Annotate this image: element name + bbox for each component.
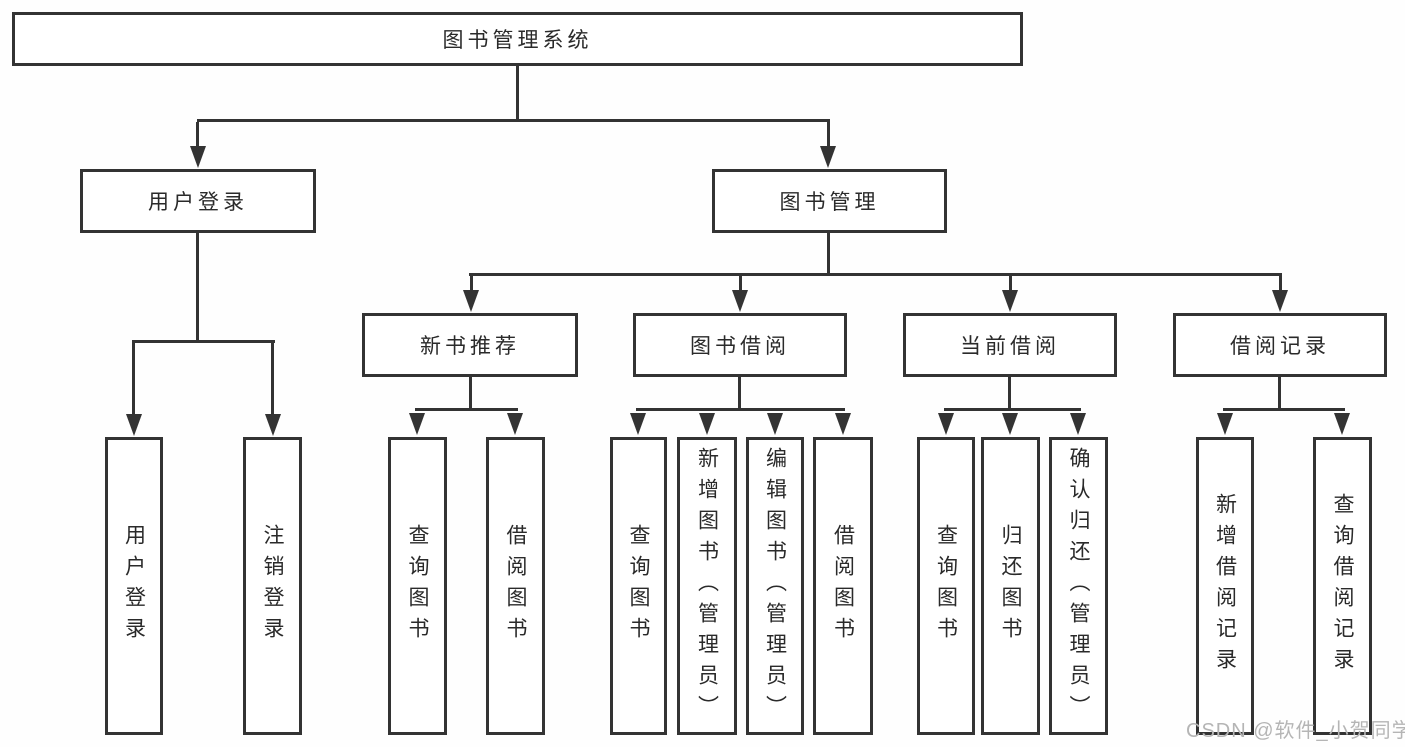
arrow-to-leaf-add-record <box>1217 413 1233 435</box>
edge-user-login-stem-2 <box>271 343 274 416</box>
edge-user-login-rail <box>132 340 275 343</box>
arrow-to-new-book-recommendation <box>463 290 479 312</box>
node-current-borrowing-label: 当前借阅 <box>960 335 1060 358</box>
node-root: 图书管理系统 <box>12 12 1023 66</box>
leaf-logout-label: 注销登录 <box>261 524 285 648</box>
edge-borrowing-trunk <box>738 377 741 411</box>
leaf-confirm-return-admin: 确认归还（管理员） <box>1049 437 1108 735</box>
node-new-book-recommendation: 新书推荐 <box>362 313 578 377</box>
edge-root-trunk <box>516 66 519 119</box>
arrow-to-leaf-query-record <box>1334 413 1350 435</box>
node-borrowing-records: 借阅记录 <box>1173 313 1387 377</box>
leaf-user-login-label: 用户登录 <box>122 524 146 648</box>
csdn-watermark: CSDN @软件_小贺同学 <box>1186 720 1405 742</box>
node-root-label: 图书管理系统 <box>442 29 593 52</box>
arrow-to-leaf-borrow-books-2 <box>835 413 851 435</box>
leaf-query-books-borrowing-label: 查询图书 <box>627 524 651 648</box>
leaf-return-books: 归还图书 <box>981 437 1040 735</box>
leaf-query-borrow-record: 查询借阅记录 <box>1313 437 1372 735</box>
edge-root-right-stem <box>827 122 830 148</box>
leaf-add-borrow-record-label: 新增借阅记录 <box>1213 493 1237 679</box>
edge-user-login-stem-1 <box>132 343 135 416</box>
node-user-login-label: 用户登录 <box>148 191 248 214</box>
arrow-to-leaf-add-books <box>699 413 715 435</box>
arrow-to-borrowing-records <box>1272 290 1288 312</box>
edge-current-trunk <box>1008 377 1011 411</box>
edge-level3-stem-1 <box>470 276 473 291</box>
arrow-to-leaf-logout <box>265 414 281 436</box>
edge-root-rail <box>197 119 830 122</box>
arrow-to-leaf-edit-books <box>767 413 783 435</box>
leaf-query-books-recommend-label: 查询图书 <box>406 524 430 648</box>
edge-recommend-rail <box>415 408 518 411</box>
arrow-to-leaf-query-books-3 <box>938 413 954 435</box>
edge-records-rail <box>1223 408 1345 411</box>
edge-book-management-trunk <box>827 233 830 276</box>
arrow-to-leaf-query-books-1 <box>409 413 425 435</box>
leaf-query-books-borrowing: 查询图书 <box>610 437 667 735</box>
node-book-management-label: 图书管理 <box>779 191 880 214</box>
leaf-borrow-books-recommend-label: 借阅图书 <box>504 524 528 648</box>
leaf-confirm-return-admin-label: 确认归还（管理员） <box>1067 446 1091 726</box>
leaf-borrow-books-recommend: 借阅图书 <box>486 437 545 735</box>
edge-recommend-trunk <box>469 377 472 411</box>
edge-borrowing-rail <box>636 408 845 411</box>
node-new-book-recommendation-label: 新书推荐 <box>420 335 520 358</box>
leaf-query-books-current-label: 查询图书 <box>934 524 958 648</box>
arrow-to-current-borrowing <box>1002 290 1018 312</box>
arrow-to-book-management <box>820 146 836 168</box>
arrow-to-leaf-query-books-2 <box>630 413 646 435</box>
leaf-add-borrow-record: 新增借阅记录 <box>1196 437 1254 735</box>
leaf-query-books-recommend: 查询图书 <box>388 437 447 735</box>
node-user-login: 用户登录 <box>80 169 316 233</box>
leaf-query-books-current: 查询图书 <box>917 437 975 735</box>
edge-root-left-stem <box>196 122 199 148</box>
edge-level3-stem-3 <box>1009 276 1012 291</box>
arrow-to-user-login <box>190 146 206 168</box>
leaf-query-borrow-record-label: 查询借阅记录 <box>1331 493 1355 679</box>
node-current-borrowing: 当前借阅 <box>903 313 1117 377</box>
leaf-borrow-books-borrowing-label: 借阅图书 <box>831 524 855 648</box>
node-book-borrowing-label: 图书借阅 <box>690 335 790 358</box>
edge-level3-rail <box>469 273 1282 276</box>
leaf-logout: 注销登录 <box>243 437 302 735</box>
edge-user-login-trunk <box>196 233 199 343</box>
leaf-add-books-admin: 新增图书（管理员） <box>677 437 737 735</box>
edge-level3-stem-2 <box>739 276 742 291</box>
leaf-edit-books-admin: 编辑图书（管理员） <box>746 437 804 735</box>
arrow-to-leaf-confirm-return <box>1070 413 1086 435</box>
leaf-borrow-books-borrowing: 借阅图书 <box>813 437 873 735</box>
arrow-to-leaf-borrow-books-1 <box>507 413 523 435</box>
arrow-to-leaf-return-books <box>1002 413 1018 435</box>
node-book-borrowing: 图书借阅 <box>633 313 847 377</box>
leaf-return-books-label: 归还图书 <box>999 524 1023 648</box>
node-book-management: 图书管理 <box>712 169 947 233</box>
edge-records-trunk <box>1278 377 1281 411</box>
leaf-user-login: 用户登录 <box>105 437 163 735</box>
node-borrowing-records-label: 借阅记录 <box>1230 335 1330 358</box>
edge-level3-stem-4 <box>1279 276 1282 291</box>
arrow-to-book-borrowing <box>732 290 748 312</box>
leaf-add-books-admin-label: 新增图书（管理员） <box>695 446 719 726</box>
arrow-to-leaf-user-login <box>126 414 142 436</box>
edge-current-rail <box>944 408 1081 411</box>
leaf-edit-books-admin-label: 编辑图书（管理员） <box>763 446 787 726</box>
